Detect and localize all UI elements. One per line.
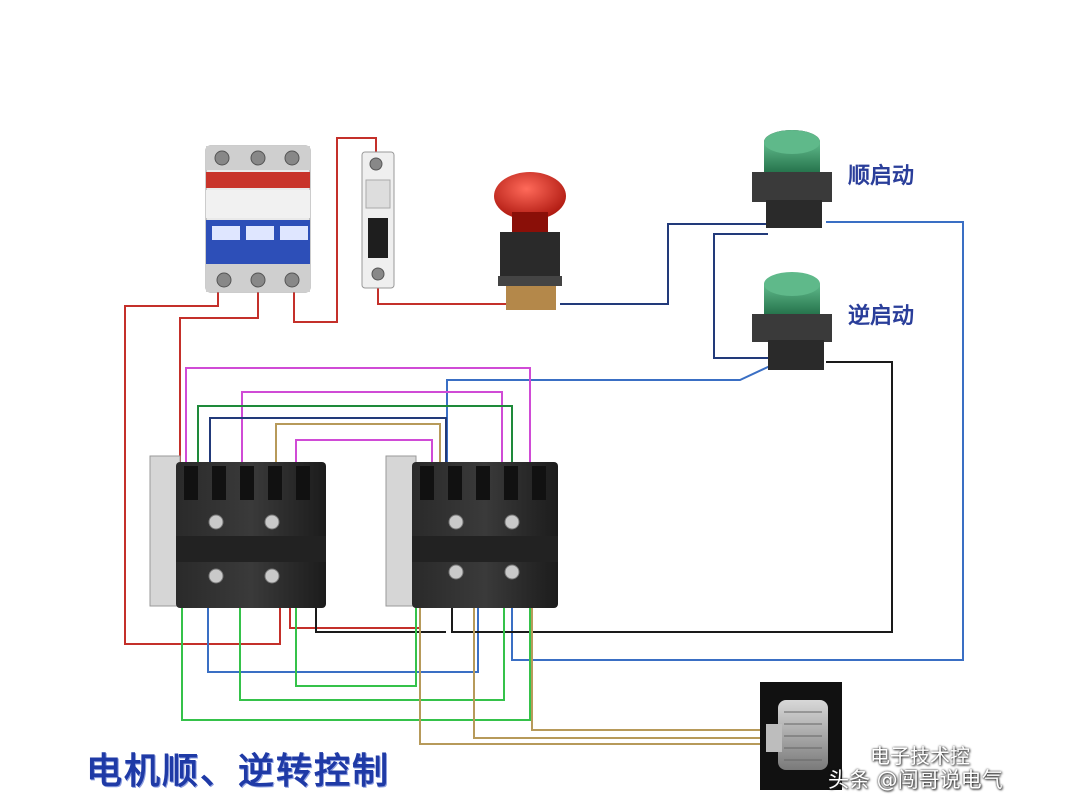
wire-green-3 — [295, 594, 417, 687]
wire-black-rev — [451, 361, 893, 633]
wire-red-L1 — [124, 290, 281, 645]
wire-blue-rev — [446, 365, 771, 470]
wire-blue-ct1 — [207, 600, 479, 673]
page-title: 电机顺、逆转控制 — [86, 751, 391, 792]
wire-tan-2 — [531, 600, 770, 731]
watermark-line2: 头条 @闯哥说电气 — [828, 768, 1003, 792]
wire-tan-4 — [419, 600, 770, 745]
motor — [760, 682, 842, 790]
single-pole-breaker — [361, 151, 395, 289]
wire-navy-fwd-rev — [713, 233, 768, 359]
forward-start-label: 顺启动 — [848, 164, 915, 189]
wire-tan-1 — [275, 423, 441, 470]
wire-magenta-3 — [295, 439, 433, 470]
wire-red-stop — [377, 286, 506, 305]
wire-green-2 — [239, 594, 505, 701]
three-pole-breaker — [205, 145, 311, 293]
contactor-forward — [149, 455, 326, 608]
wire-green-top — [197, 405, 513, 470]
watermark-line1: 电子技术控 — [870, 744, 970, 768]
reverse-start-label: 逆启动 — [848, 304, 915, 329]
stop-button — [494, 172, 566, 310]
wire-magenta-2 — [241, 391, 503, 470]
wire-navy-inner — [209, 417, 447, 470]
wire-magenta-1 — [185, 367, 531, 470]
forward-start-button — [752, 130, 832, 228]
wire-black-ct — [315, 600, 446, 633]
wire-navy-stop-fwd — [560, 223, 768, 305]
wire-green-1 — [181, 594, 531, 721]
wire-tan-3 — [473, 600, 770, 739]
contactor-reverse — [385, 455, 558, 608]
wire-red-L2 — [179, 292, 259, 470]
reverse-start-button — [752, 272, 832, 370]
wire-blue-fwd — [511, 221, 964, 661]
wires — [124, 137, 964, 745]
wire-red-L3 — [293, 137, 377, 323]
